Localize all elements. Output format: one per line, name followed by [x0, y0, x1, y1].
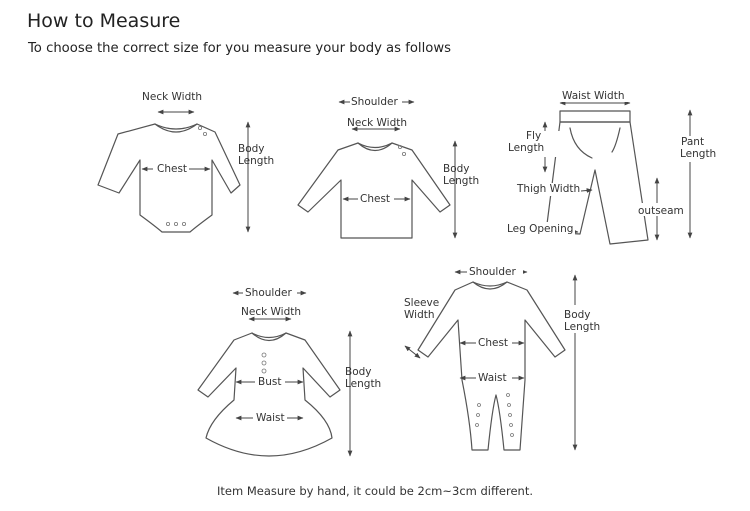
bodysuit-chest-label: Chest: [157, 163, 187, 175]
pants-fly-label: Fly: [526, 130, 541, 142]
romper-sleeve-width-label: Width: [404, 309, 435, 321]
romper-body-label: Body: [564, 309, 591, 321]
pants-pant-label: Pant: [681, 136, 704, 148]
measurement-note: Item Measure by hand, it could be 2cm~3c…: [216, 484, 534, 498]
shirt-length-label: Length: [443, 175, 479, 187]
romper-length-label: Length: [564, 321, 600, 333]
romper-sleeve-label: Sleeve: [404, 297, 439, 309]
page-title: How to Measure: [27, 10, 181, 32]
pants-waist-width-label: Waist Width: [562, 90, 625, 102]
dress-bust-label: Bust: [258, 376, 281, 388]
romper-waist-label: Waist: [478, 372, 507, 384]
shirt-shoulder-label: Shoulder: [351, 96, 398, 108]
dress-length-label: Length: [345, 378, 381, 390]
dress-diagram: Shoulder Neck Width Bust Waist Body Leng…: [197, 286, 381, 457]
page-subtitle: To choose the correct size for you measu…: [28, 41, 451, 56]
pants-fly-length-label: Length: [508, 142, 544, 154]
bodysuit-diagram: Neck Width Chest Body Length: [97, 91, 274, 233]
shirt-chest-label: Chest: [360, 193, 390, 205]
pants-pant-length-label: Length: [680, 148, 716, 160]
bodysuit-length-label: Length: [238, 155, 274, 167]
romper-diagram: Shoulder Sleeve Width Chest Waist Body L…: [404, 265, 602, 451]
romper-chest-label: Chest: [478, 337, 508, 349]
pants-leg-opening-label: Leg Opening: [507, 223, 573, 235]
bodysuit-body-label: Body: [238, 143, 265, 155]
shirt-body-label: Body: [443, 163, 470, 175]
dress-body-label: Body: [345, 366, 372, 378]
dress-shoulder-label: Shoulder: [245, 287, 292, 299]
dress-neck-width-label: Neck Width: [241, 306, 301, 318]
pants-diagram: Waist Width Fly Length Pant Length Thigh…: [505, 89, 716, 245]
pants-thigh-width-label: Thigh Width: [516, 183, 580, 195]
shirt-diagram: Shoulder Neck Width Chest Body Length: [297, 95, 479, 239]
pants-outseam-label: outseam: [638, 205, 684, 217]
dress-waist-label: Waist: [256, 412, 285, 424]
shirt-neck-width-label: Neck Width: [347, 117, 407, 129]
romper-shoulder-label: Shoulder: [469, 266, 516, 278]
bodysuit-neck-width-label: Neck Width: [142, 91, 202, 103]
